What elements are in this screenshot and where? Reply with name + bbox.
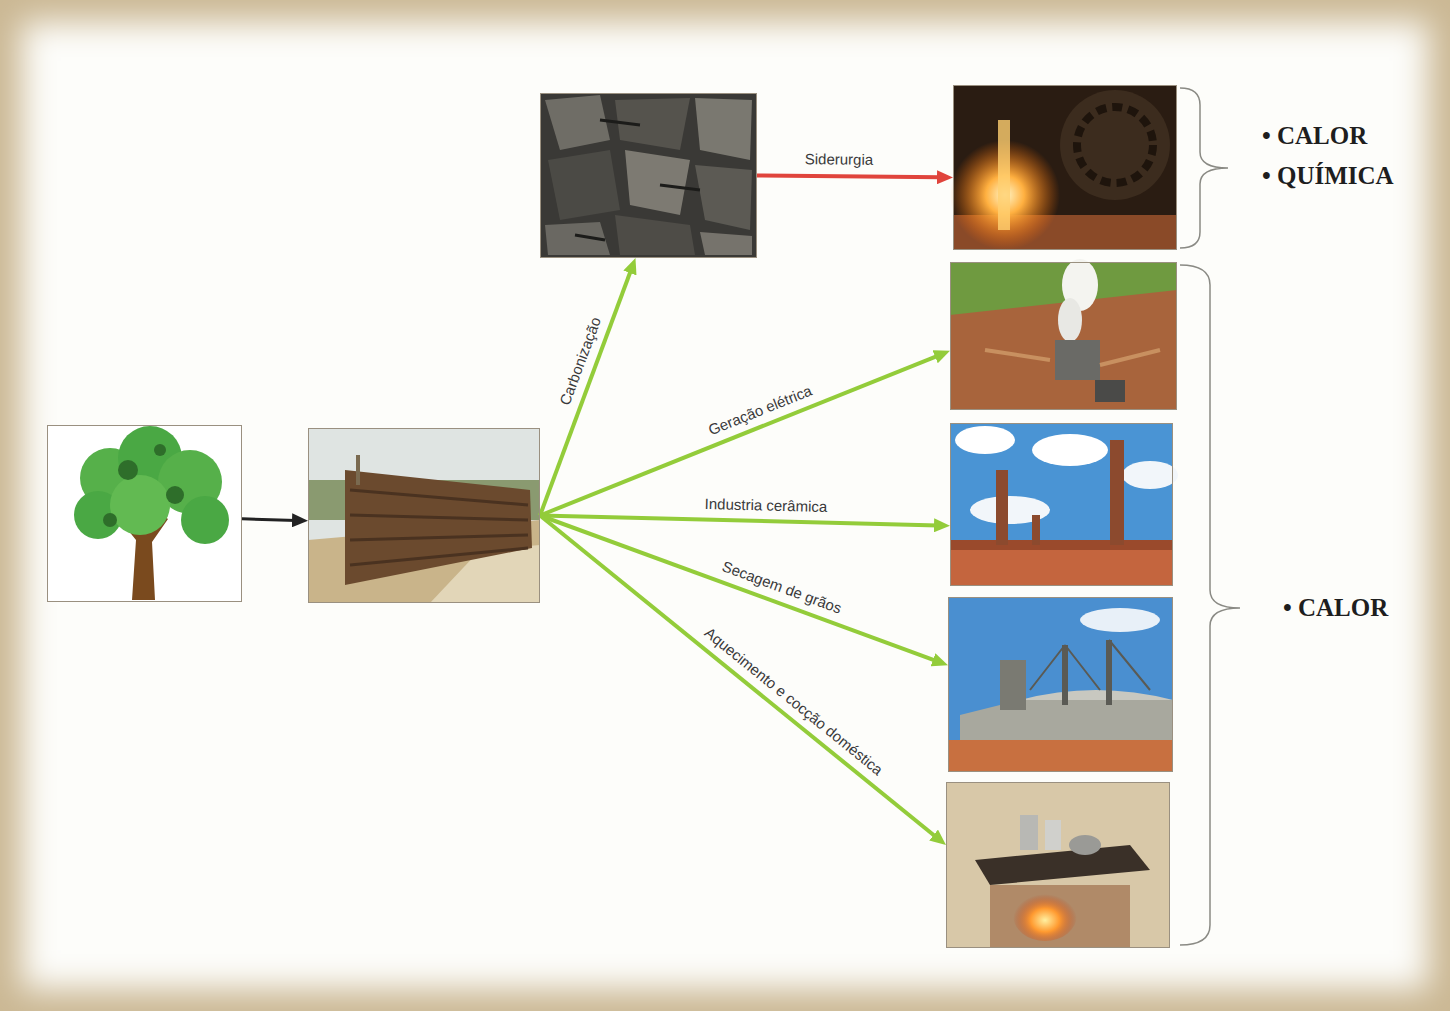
ceramic-cloud xyxy=(1122,461,1178,489)
charcoal-lump xyxy=(625,150,690,215)
charcoal-lump xyxy=(548,150,620,220)
charcoal-ground xyxy=(540,93,757,258)
ceramic-kiln xyxy=(950,540,1173,550)
grain-tower xyxy=(1062,645,1068,705)
connector-arrow xyxy=(540,516,938,526)
steel-pour xyxy=(998,120,1010,230)
grain-dryer xyxy=(1000,660,1026,710)
stove-body xyxy=(990,885,1130,948)
connector-arrow xyxy=(540,269,631,515)
tree-shade xyxy=(118,460,138,480)
wood-stack-lines xyxy=(350,490,528,565)
grain-cable xyxy=(1030,640,1150,690)
stove-pot xyxy=(1045,820,1061,850)
charcoal-lump xyxy=(695,98,752,160)
tree-crown xyxy=(181,496,229,544)
picture-box xyxy=(950,423,1173,586)
paper-ground xyxy=(22,22,1428,989)
picture-box xyxy=(47,425,242,602)
power-steam xyxy=(1058,298,1082,342)
group-label: • CALOR xyxy=(1283,594,1388,622)
edge-label: Industria cerâmica xyxy=(704,495,827,515)
steel-gear-teeth xyxy=(1077,107,1153,183)
charcoal-lump xyxy=(615,215,695,255)
charcoal-crack xyxy=(575,120,700,240)
ceramic-sky xyxy=(950,423,1173,586)
power-machine xyxy=(1055,340,1100,380)
ceramic-cloud xyxy=(1032,434,1108,466)
steel-gear xyxy=(1060,90,1170,200)
stove-pot xyxy=(1069,835,1101,855)
grain-shed xyxy=(960,700,1173,740)
ceramic-ground xyxy=(950,548,1173,586)
grain-ground xyxy=(948,740,1173,772)
grain-cloud xyxy=(1080,608,1160,632)
wood-stack xyxy=(345,470,532,585)
grain-roof xyxy=(1020,690,1173,700)
edge-label: Siderurgia xyxy=(805,150,874,168)
group-label: • CALOR xyxy=(1262,122,1367,150)
grain-tower xyxy=(1106,640,1112,705)
group-bracket xyxy=(1180,88,1228,248)
ceramic-chimney xyxy=(1110,440,1124,545)
ceramic-cloud xyxy=(955,426,1015,454)
connector-arrow xyxy=(757,176,941,178)
tree-shade xyxy=(103,513,117,527)
tree-shade xyxy=(166,486,184,504)
group-label: • QUÍMICA xyxy=(1262,162,1394,190)
connector-arrow xyxy=(540,355,939,515)
connector-arrow xyxy=(540,516,937,838)
connector-arrow xyxy=(540,516,937,662)
power-track xyxy=(985,350,1160,365)
picture-box xyxy=(948,597,1173,772)
stove-pot xyxy=(1020,815,1038,850)
stove-top xyxy=(975,845,1150,885)
stove-fire xyxy=(1013,889,1077,941)
wood-pole xyxy=(356,455,360,485)
picture-box xyxy=(308,428,540,603)
group-bracket xyxy=(1180,265,1240,945)
connector-arrow xyxy=(242,519,296,521)
ceramic-chimney xyxy=(996,470,1008,545)
tree-crown xyxy=(110,475,170,535)
stove-wall xyxy=(946,782,1170,948)
tree-panel xyxy=(47,425,242,602)
picture-box xyxy=(953,85,1177,250)
power-machine xyxy=(1095,380,1125,402)
charcoal-lump xyxy=(700,232,752,255)
picture-box xyxy=(946,782,1170,948)
charcoal-lump xyxy=(695,165,752,230)
grain-sky xyxy=(948,597,1173,772)
tree-shade xyxy=(154,444,166,456)
charcoal-lump xyxy=(545,95,610,150)
picture-box xyxy=(540,93,757,258)
wood-sky xyxy=(308,428,540,603)
picture-box xyxy=(950,262,1177,410)
ceramic-chimney xyxy=(1032,515,1040,545)
